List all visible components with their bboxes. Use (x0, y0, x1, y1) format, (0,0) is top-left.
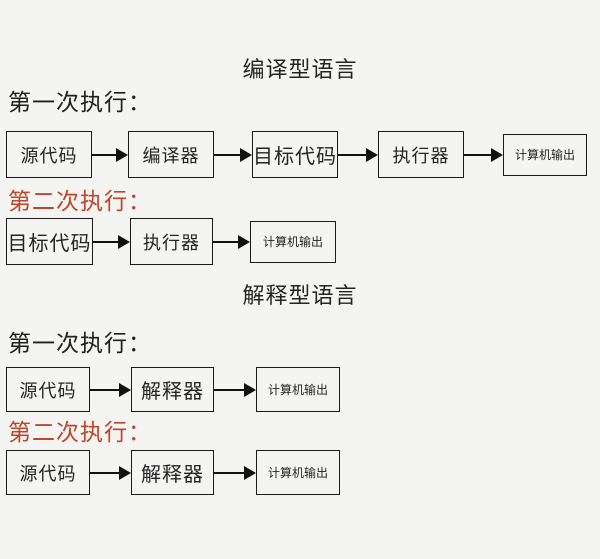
arrow-shaft (214, 388, 244, 391)
arrow-right-icon (214, 382, 256, 397)
arrow-shaft (90, 388, 119, 391)
arrow-head (119, 465, 131, 480)
arrow-head (244, 465, 256, 480)
arrow-shaft (214, 471, 244, 474)
arrow-shaft (338, 153, 366, 156)
node-compiler[interactable]: 编译器 (128, 131, 214, 178)
node-executor[interactable]: 执行器 (378, 131, 464, 178)
flow-row-compiled-first: 源代码 编译器 目标代码 执行器 计算机输出 (6, 131, 587, 178)
arrow-right-icon (90, 465, 131, 480)
arrow-head (116, 147, 128, 162)
node-interpreter[interactable]: 解释器 (131, 367, 214, 412)
pass-label-interpreted-second: 第二次执行： (8, 420, 152, 446)
arrow-shaft (90, 471, 119, 474)
arrow-shaft (93, 240, 118, 243)
flow-row-interpreted-second: 源代码 解释器 计算机输出 (6, 450, 340, 495)
arrow-head (491, 147, 503, 162)
arrow-shaft (92, 153, 116, 156)
arrow-right-icon (93, 234, 130, 249)
node-computer-output[interactable]: 计算机输出 (503, 133, 587, 176)
node-interpreter[interactable]: 解释器 (131, 450, 214, 495)
arrow-head (244, 382, 256, 397)
arrow-right-icon (464, 147, 503, 162)
section-title-interpreted: 解释型语言 (242, 284, 358, 309)
arrow-right-icon (214, 465, 256, 480)
node-computer-output[interactable]: 计算机输出 (250, 220, 336, 263)
node-computer-output[interactable]: 计算机输出 (256, 367, 340, 412)
arrow-right-icon (214, 147, 252, 162)
arrow-right-icon (213, 234, 250, 249)
arrow-right-icon (90, 382, 131, 397)
arrow-shaft (214, 153, 240, 156)
arrow-right-icon (338, 147, 378, 162)
flow-row-interpreted-first: 源代码 解释器 计算机输出 (6, 367, 340, 412)
node-executor[interactable]: 执行器 (130, 218, 213, 265)
arrow-head (366, 147, 378, 162)
flow-row-compiled-second: 目标代码 执行器 计算机输出 (6, 218, 336, 265)
node-source-code[interactable]: 源代码 (6, 131, 92, 178)
node-source-code[interactable]: 源代码 (6, 367, 90, 412)
node-source-code[interactable]: 源代码 (6, 450, 90, 495)
section-title-compiled: 编译型语言 (242, 58, 358, 83)
arrow-shaft (464, 153, 491, 156)
pass-label-compiled-second: 第二次执行： (8, 189, 152, 215)
pass-label-interpreted-first: 第一次执行： (8, 331, 152, 357)
pass-label-compiled-first: 第一次执行： (8, 90, 152, 116)
node-computer-output[interactable]: 计算机输出 (256, 450, 340, 495)
node-target-code[interactable]: 目标代码 (252, 131, 338, 178)
arrow-head (118, 234, 130, 249)
arrow-head (238, 234, 250, 249)
arrow-right-icon (92, 147, 128, 162)
node-target-code[interactable]: 目标代码 (6, 218, 93, 265)
arrow-head (119, 382, 131, 397)
arrow-shaft (213, 240, 238, 243)
arrow-head (240, 147, 252, 162)
